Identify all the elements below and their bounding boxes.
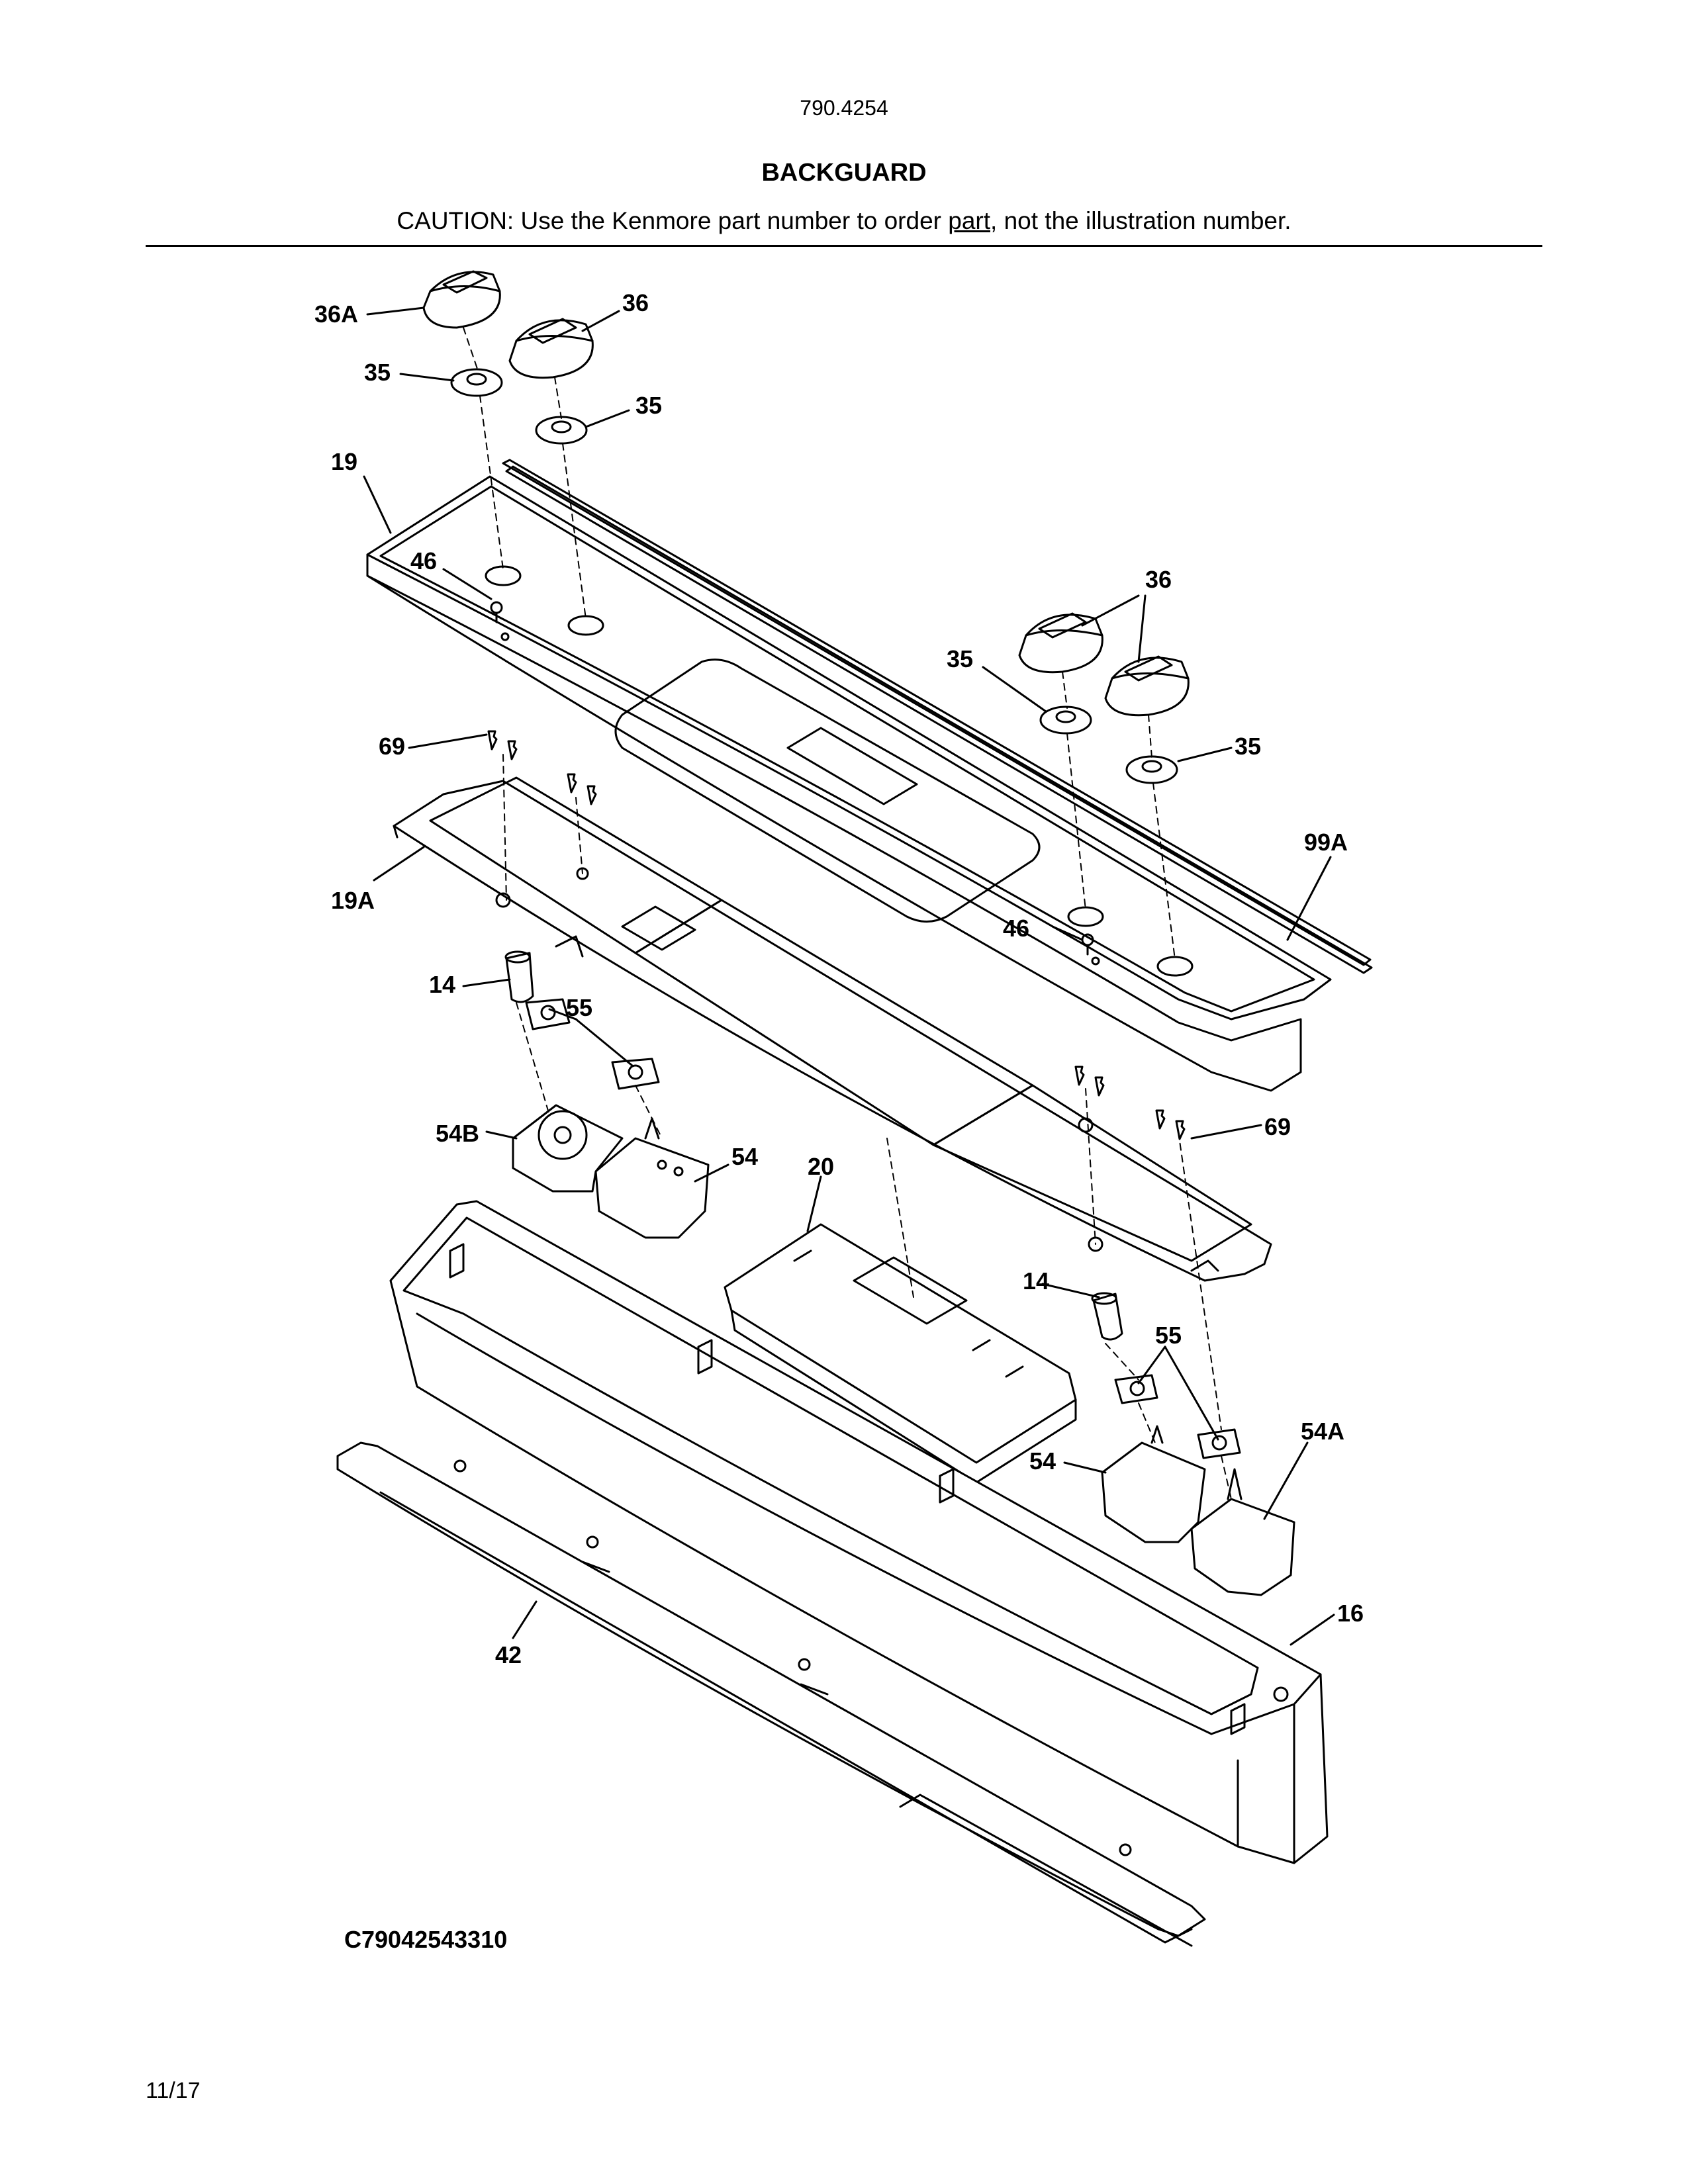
backguard-shell-16 (389, 1200, 1329, 1864)
lamp-14-left (504, 950, 534, 1003)
console-panel-19 (366, 475, 1332, 1092)
callout-69-left: 69 (379, 733, 405, 760)
callout-16: 16 (1337, 1600, 1364, 1627)
knob-36-top (508, 318, 594, 379)
callout-19: 19 (331, 448, 357, 475)
lamp-14-right (1091, 1292, 1123, 1341)
callout-54-right: 54 (1029, 1447, 1056, 1475)
callout-36-right: 36 (1145, 566, 1172, 593)
alignment-lines (463, 327, 1232, 1500)
clips-55-right (1114, 1374, 1241, 1459)
callout-35-right-left: 35 (947, 645, 973, 672)
screw-46-left (490, 601, 503, 623)
bracket-19A (393, 776, 1272, 1282)
callout-46-right: 46 (1003, 915, 1029, 942)
bracket-42 (336, 1441, 1206, 1947)
callout-69-right: 69 (1264, 1113, 1291, 1140)
knob-36A (422, 270, 501, 329)
callout-54B: 54B (436, 1120, 479, 1147)
drawing-code: C79042543310 (344, 1926, 508, 1953)
callout-55-right: 55 (1155, 1322, 1182, 1349)
page-title: BACKGUARD (761, 159, 927, 187)
callout-14-left: 14 (429, 971, 455, 998)
callout-20: 20 (808, 1153, 834, 1180)
knob-36-right-b (1104, 655, 1190, 717)
callout-54-left: 54 (731, 1143, 758, 1170)
callout-42: 42 (495, 1641, 522, 1668)
leader-lines (363, 306, 1335, 1646)
callout-labels: 36A 36 35 35 19 46 36 35 35 69 99A 19A 4… (314, 289, 1364, 1668)
revision-date: 11/17 (146, 2078, 201, 2103)
bezel-35-right-left (1039, 705, 1092, 735)
callout-99A: 99A (1304, 829, 1348, 856)
bezel-35-top-right (535, 416, 588, 445)
bezel-35-top-left (450, 368, 503, 397)
switch-54A (1190, 1468, 1295, 1596)
callout-36A: 36A (314, 300, 358, 328)
switch-54B (512, 1104, 624, 1193)
control-board-20 (724, 1223, 1077, 1484)
caution-prefix: CAUTION: Use the Kenmore part number to … (397, 207, 949, 234)
callout-35-top-left: 35 (364, 359, 391, 386)
callout-54A: 54A (1301, 1418, 1344, 1445)
callout-19A: 19A (331, 887, 375, 914)
clips-55-left (525, 998, 660, 1090)
callout-14-right: 14 (1023, 1267, 1049, 1295)
bezel-35-right-right (1125, 755, 1178, 784)
callout-35-top-right: 35 (635, 392, 662, 419)
callout-35-right-right: 35 (1235, 733, 1261, 760)
caution-note: CAUTION: Use the Kenmore part number to … (0, 207, 1688, 235)
knob-36-right-a (1018, 612, 1103, 674)
switch-54-right (1101, 1425, 1206, 1543)
callout-46-left: 46 (410, 547, 437, 574)
caution-suffix: , not the illustration number. (990, 207, 1291, 234)
screws-69-left (487, 730, 597, 805)
header-divider (146, 245, 1542, 247)
trim-strip-99A (502, 459, 1373, 974)
caution-underlined-word: part (948, 207, 991, 234)
callout-55-left: 55 (566, 994, 592, 1021)
screws-69-right (1074, 1066, 1186, 1140)
callout-36-top: 36 (622, 289, 649, 316)
model-number: 790.4254 (800, 96, 888, 120)
